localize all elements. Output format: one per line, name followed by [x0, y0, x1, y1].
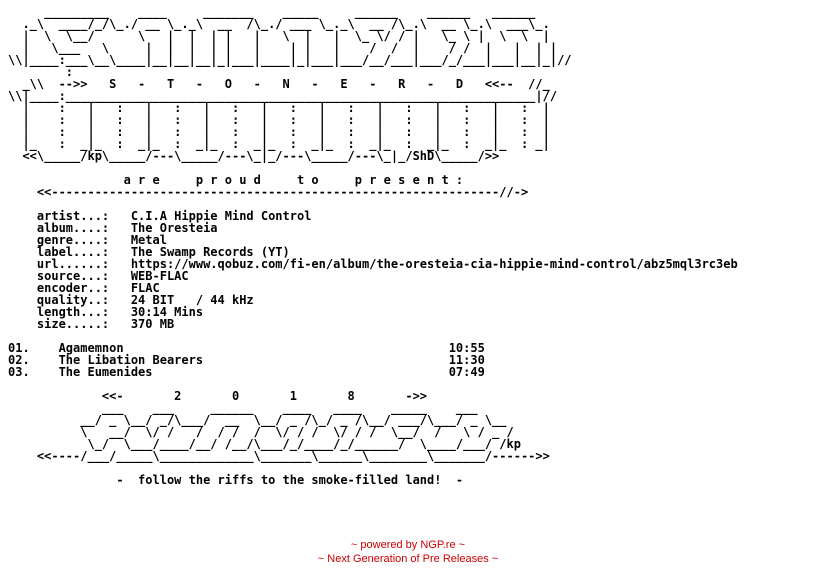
- nfo-ascii-art-text: _________ ____ _______ _____ ______ ____…: [8, 5, 738, 487]
- footer-tagline: ~ Next Generation of Pre Releases ~: [317, 553, 499, 565]
- footer-powered-by: ~ powered by NGP.re ~: [350, 539, 466, 551]
